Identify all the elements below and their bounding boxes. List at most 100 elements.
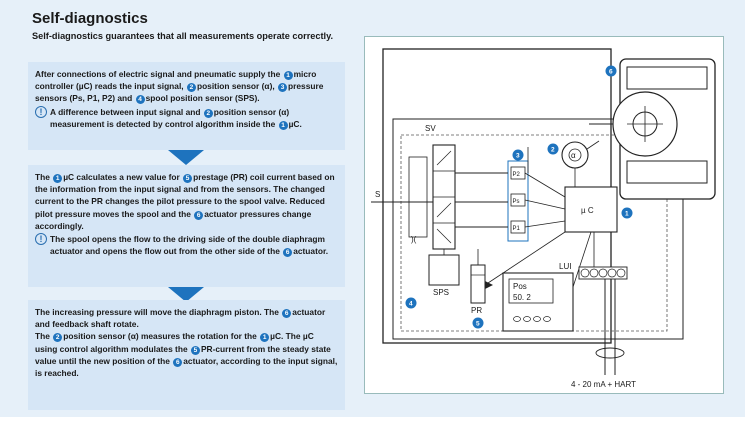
step-1-text-c: position sensor (α), (196, 81, 278, 92)
housing-inner (392, 118, 684, 340)
lui-display (508, 278, 554, 304)
diagram-badge-3: 3 (512, 149, 524, 161)
terminal-screw-4 (607, 268, 617, 278)
p1-label: P1 (513, 226, 521, 232)
p1-wire (524, 220, 566, 228)
exclamation-icon: ! (35, 233, 47, 246)
down-arrow-icon (168, 287, 204, 302)
step-3-text-b: actuator and feedback shaft rotate. (35, 307, 326, 330)
sensor-link (586, 140, 600, 150)
badge-1: 1 (53, 174, 63, 183)
step-3-text-g: actuator, according to the input signal,… (35, 355, 338, 379)
badge-5: 5 (183, 174, 193, 183)
diagram-badge-2: 2 (547, 143, 559, 155)
badge-4: 4 (135, 95, 145, 105)
step-1-note-c: µC. (288, 118, 302, 129)
uc-label: µ C (581, 206, 594, 215)
step-1-text-d: pressure sensors (Ps, P1, P2) and (35, 81, 324, 104)
signal-label: 4 - 20 mA + HART (571, 380, 636, 389)
badge-6: 6 (282, 309, 292, 318)
lui-button-2 (523, 316, 531, 322)
actuator-bottom (626, 160, 708, 184)
lui-wire (572, 231, 592, 288)
terminal-screw-5 (616, 268, 626, 278)
valve-manifold (408, 156, 428, 238)
lui-button-4 (543, 316, 551, 322)
terminal-screw-1 (580, 268, 590, 278)
diagram-badge-4: 4 (405, 297, 417, 309)
p2-wire (524, 172, 566, 198)
micro-controller (564, 186, 618, 233)
diagram-badge-5: 5 (472, 317, 484, 329)
step-2-note-text: The spool opens the flow to the driving … (50, 233, 338, 258)
step-2-note: ! The spool opens the flow to the drivin… (35, 233, 338, 258)
spool-arrow-2 (436, 202, 452, 218)
ps-wire (524, 199, 566, 210)
step-1-note-a: A difference between input signal and (50, 106, 203, 117)
spool-position-sensor (428, 254, 460, 286)
diagram-badge-1: 1 (621, 207, 633, 219)
step-2-text-d: actuator pressures change accordingly. (35, 208, 312, 231)
badge-6: 6 (194, 210, 204, 220)
lui-label: LUI (559, 262, 571, 271)
step-2-note-a: The spool opens the flow to the driving … (50, 234, 325, 257)
step-1-text: After connections of electric signal and… (35, 68, 338, 105)
step-1-note: ! A difference between input signal and … (35, 105, 338, 130)
restrictor-icon: )( (411, 235, 417, 244)
position-sensor-inner (568, 148, 582, 162)
step-2-text-a: The (35, 172, 53, 182)
pos-label: Pos (513, 282, 527, 291)
badge-2: 2 (186, 83, 196, 93)
s-label: S (375, 190, 380, 199)
down-arrow-icon (168, 150, 204, 165)
step-3-text-d: position sensor (α) measures the rotatio… (63, 331, 260, 342)
badge-5: 5 (190, 345, 200, 355)
cable-gland (595, 347, 625, 359)
terminal-screw-3 (598, 268, 608, 278)
positioner-diagram: α µ C P2 Ps P1 SV (364, 36, 724, 394)
prestage-coil (470, 264, 486, 304)
diagram-badge-6: 6 (605, 65, 617, 77)
step-1-panel: After connections of electric signal and… (28, 62, 345, 150)
badge-3: 3 (278, 83, 288, 93)
step-2-text-b: µC calculates a new value for (63, 172, 183, 182)
step-1-text-b: micro controller (µC) reads the input si… (35, 69, 317, 92)
alpha-label: α (571, 151, 576, 160)
pr-control-wire (484, 231, 566, 286)
diagram-badge-3-text: 3 (516, 153, 520, 160)
diagram-badge-2-text: 2 (551, 147, 555, 154)
step-3-text-a: The increasing pressure will move the di… (35, 307, 282, 317)
lui-button-1 (513, 316, 521, 322)
badge-2: 2 (53, 333, 63, 343)
actuator-top (626, 66, 708, 90)
step-1-note-b: position sensor (α) measurement is detec… (50, 106, 290, 129)
badge-1: 1 (278, 120, 288, 130)
page-subtitle: Self-diagnostics guarantees that all mea… (32, 31, 334, 41)
terminal-screw-2 (589, 268, 599, 278)
spool-arrow-1 (436, 150, 452, 166)
sps-label: SPS (433, 288, 449, 297)
pr-label: PR (471, 306, 482, 315)
spool-arrow-3 (436, 228, 452, 244)
page-title: Self-diagnostics (32, 10, 148, 27)
badge-2: 2 (203, 108, 213, 118)
pr-arrow-icon (485, 281, 493, 289)
ps-label: Ps (513, 199, 520, 205)
step-3-text-e: µC. The µC using control algorithm modul… (35, 331, 314, 354)
pos-value: 50. 2 (513, 293, 531, 302)
badge-1: 1 (260, 333, 270, 343)
step-2-text-c: prestage (PR) coil current based on the … (35, 172, 335, 219)
step-3-text-c: The (35, 331, 53, 342)
badge-6: 6 (283, 248, 293, 258)
diagram-badge-5-text: 5 (476, 321, 480, 328)
exclamation-icon: ! (35, 105, 47, 118)
sv-label: SV (425, 124, 436, 133)
step-3-text: The increasing pressure will move the di… (35, 306, 338, 379)
step-1-text-e: spool position sensor (SPS). (145, 93, 260, 104)
step-3-text-f: PR-current from the steady state value u… (35, 343, 331, 366)
diagram-badge-4-text: 4 (409, 301, 413, 308)
